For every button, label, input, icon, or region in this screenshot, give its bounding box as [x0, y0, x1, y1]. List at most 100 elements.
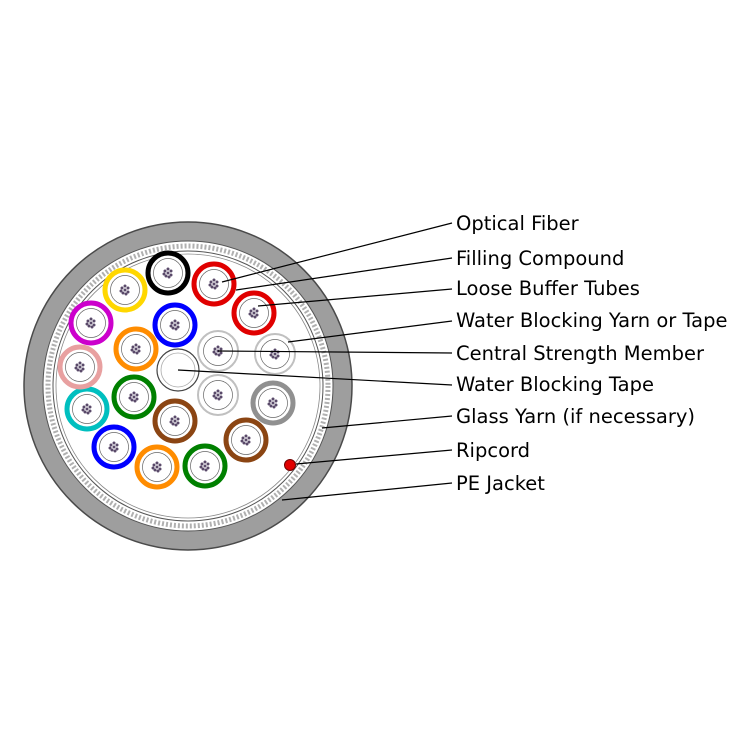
optical-fiber — [250, 314, 254, 318]
optical-fiber — [137, 345, 141, 349]
buffer-tube-rose — [57, 344, 103, 390]
optical-fiber — [208, 283, 212, 287]
optical-fiber — [269, 404, 273, 408]
optical-fiber — [240, 439, 244, 443]
filling-compound — [99, 432, 129, 462]
cable-cross-section — [23, 221, 353, 551]
water-blocking-tape-layer — [52, 250, 324, 522]
leader-line-pe-jacket — [281, 482, 453, 501]
optical-fiber — [124, 292, 128, 296]
filling-compound — [121, 334, 151, 364]
leader-line-water-blocking-yarn — [287, 320, 453, 343]
optical-fiber — [152, 463, 156, 467]
optical-fiber — [200, 462, 204, 466]
optical-fiber — [245, 442, 249, 446]
optical-fiber — [213, 391, 217, 395]
optical-fiber — [86, 319, 90, 323]
optical-fiber — [83, 410, 87, 414]
optical-fiber — [126, 286, 130, 290]
leader-line-loose-buffer-tubes — [257, 288, 453, 307]
optical-fiber — [167, 275, 171, 279]
optical-fiber — [151, 466, 155, 470]
optical-fiber — [216, 345, 220, 349]
optical-fiber — [274, 403, 278, 407]
label-central-strength-member: Central Strength Member — [456, 342, 705, 365]
optical-fiber — [217, 397, 221, 401]
optical-fiber — [173, 415, 177, 419]
buffer-tube-brown — [152, 398, 198, 444]
optical-fiber — [156, 469, 160, 473]
water-blocking-tape-inner-line — [55, 253, 321, 519]
optical-fiber — [244, 434, 248, 438]
optical-fiber — [115, 447, 119, 451]
optical-fiber — [269, 353, 273, 357]
optical-fiber — [276, 354, 280, 358]
buffer-tube-white — [197, 374, 239, 416]
buffer-tube-blue — [152, 302, 198, 348]
label-loose-buffer-tubes: Loose Buffer Tubes — [456, 277, 640, 300]
optical-fiber — [133, 399, 137, 403]
optical-fiber — [274, 356, 278, 360]
optical-fiber — [255, 309, 259, 313]
buffer-tube-aqua — [64, 386, 110, 432]
label-pe-jacket: PE Jacket — [456, 472, 545, 495]
optical-fiber — [169, 273, 173, 277]
optical-fiber — [199, 465, 203, 469]
optical-fiber — [130, 348, 134, 352]
buffer-tube-green — [182, 443, 228, 489]
optical-fiber — [85, 322, 89, 326]
filling-compound — [65, 352, 95, 382]
label-ripcord: Ripcord — [456, 439, 530, 462]
central-strength-member-coating — [160, 352, 196, 388]
optical-fiber — [76, 368, 80, 372]
buffer-tube-white — [254, 333, 296, 375]
optical-fiber — [155, 465, 159, 469]
optical-fiber — [274, 399, 278, 403]
optical-fiber — [135, 351, 139, 355]
optical-fiber — [162, 272, 166, 276]
optical-fiber — [134, 343, 138, 347]
optical-fiber — [204, 468, 208, 472]
optical-fiber — [213, 347, 217, 351]
optical-fiber — [219, 347, 223, 351]
optical-fiber — [135, 397, 139, 401]
optical-fiber — [271, 397, 275, 401]
optical-fiber — [79, 369, 83, 373]
optical-fiber — [176, 417, 180, 421]
optical-fiber — [88, 405, 92, 409]
optical-fiber — [244, 438, 248, 442]
optical-fiber — [137, 349, 141, 353]
loose-buffer-tubes — [57, 250, 296, 490]
optical-fiber — [89, 317, 93, 321]
optical-fiber — [166, 267, 170, 271]
optical-fiber — [81, 363, 85, 367]
label-water-blocking-yarn-or-tape: Water Blocking Yarn or Tape — [456, 309, 728, 332]
optical-fiber — [247, 436, 251, 440]
optical-fiber — [242, 441, 246, 445]
optical-fiber — [75, 363, 79, 367]
optical-fiber — [173, 323, 177, 327]
optical-fiber — [134, 347, 138, 351]
filling-compound — [142, 452, 172, 482]
buffer-tube-brown — [223, 417, 269, 463]
buffer-tube-blue — [91, 424, 137, 470]
optical-fiber — [92, 323, 96, 327]
label-glass-yarn: Glass Yarn (if necessary) — [456, 405, 695, 428]
optical-fiber — [153, 468, 157, 472]
buffer-tube-red — [191, 261, 237, 307]
optical-fiber — [87, 324, 91, 328]
optical-fiber — [113, 449, 117, 453]
leader-line-central-strength-member — [217, 350, 453, 354]
optical-fiber — [82, 405, 86, 409]
optical-fiber — [217, 353, 221, 357]
filling-compound — [203, 380, 233, 410]
optical-fiber — [173, 419, 177, 423]
optical-fiber — [252, 307, 256, 311]
label-water-blocking-tape: Water Blocking Tape — [456, 373, 654, 396]
optical-fiber — [74, 366, 78, 370]
optical-fiber — [92, 319, 96, 323]
optical-fiber — [212, 350, 216, 354]
optical-fiber — [171, 326, 175, 330]
optical-fiber — [206, 466, 210, 470]
